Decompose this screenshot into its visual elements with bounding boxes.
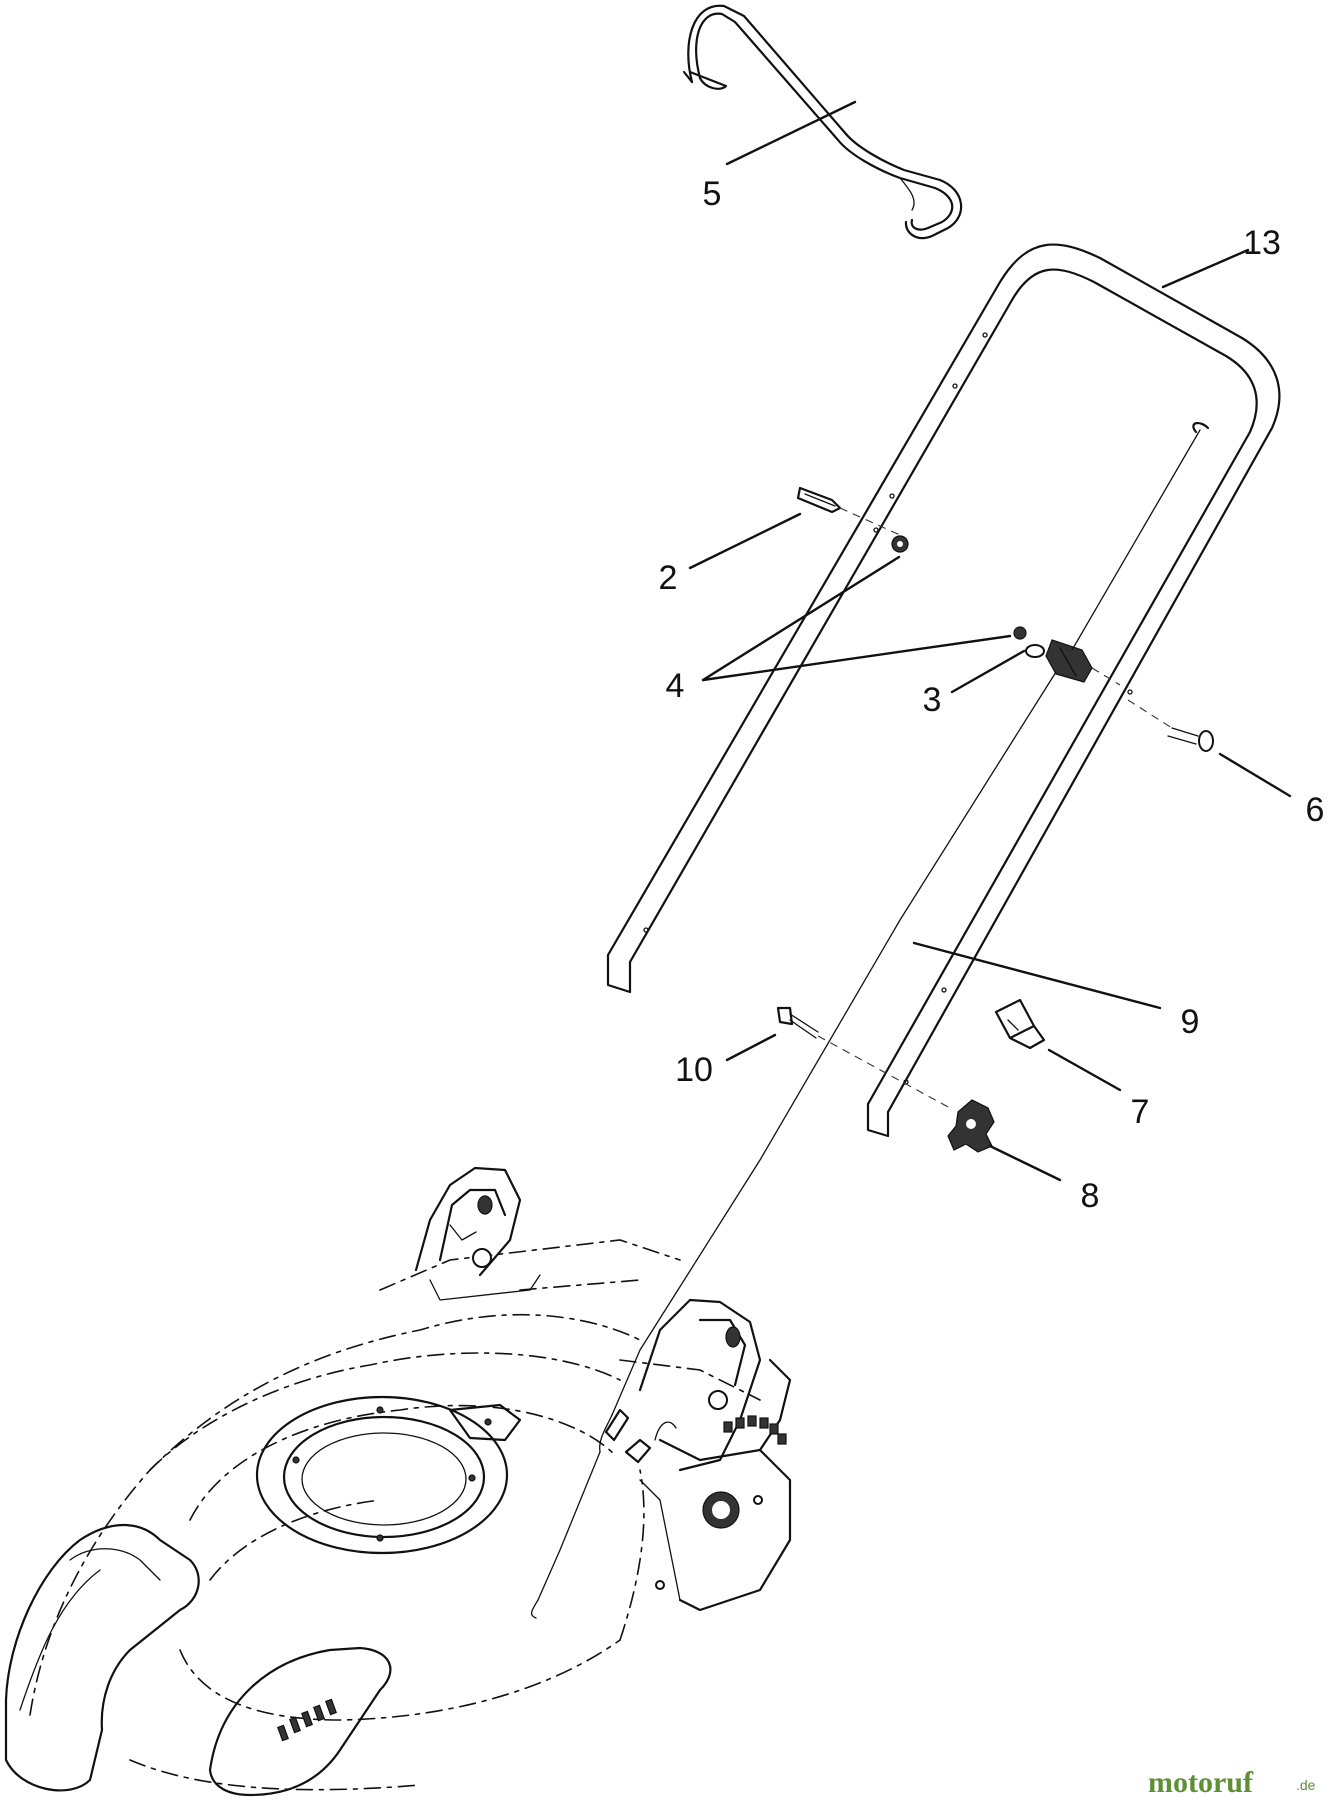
part-8-control-cable <box>530 422 1210 1619</box>
part-6-bolt <box>1127 699 1214 752</box>
height-adjust-notches <box>723 1415 787 1445</box>
callout-5: 5 <box>703 175 722 213</box>
part-9-knob <box>947 1099 995 1153</box>
leader-lines <box>688 100 1292 1182</box>
callout-13: 13 <box>1243 224 1281 262</box>
part-3-cable-guide <box>1013 626 1121 686</box>
callout-2: 2 <box>659 559 678 597</box>
callout-labels: 5 13 2 4 3 6 9 7 8 10 <box>659 175 1325 1215</box>
part-5-bail-bar <box>682 4 963 240</box>
callout-6: 6 <box>1306 791 1325 829</box>
part-13-upper-handle <box>606 243 1281 1138</box>
part-2-cable-clip <box>796 486 909 553</box>
watermark-brand: motoruf <box>1148 1766 1254 1799</box>
watermark-logo: motoruf .de <box>1148 1766 1316 1799</box>
wheel-vent-slots <box>277 1698 337 1742</box>
watermark-suffix: .de <box>1296 1777 1316 1793</box>
mower-deck <box>4 1166 792 1797</box>
callout-3: 3 <box>923 681 942 719</box>
callout-7: 7 <box>1131 1093 1150 1131</box>
callout-9: 8 <box>1081 1177 1100 1215</box>
callout-4: 4 <box>666 667 685 705</box>
callout-10: 10 <box>675 1051 713 1089</box>
part-7-nut <box>994 998 1046 1050</box>
part-10-lower-bolt <box>776 1006 951 1109</box>
callout-8: 9 <box>1181 1003 1200 1041</box>
